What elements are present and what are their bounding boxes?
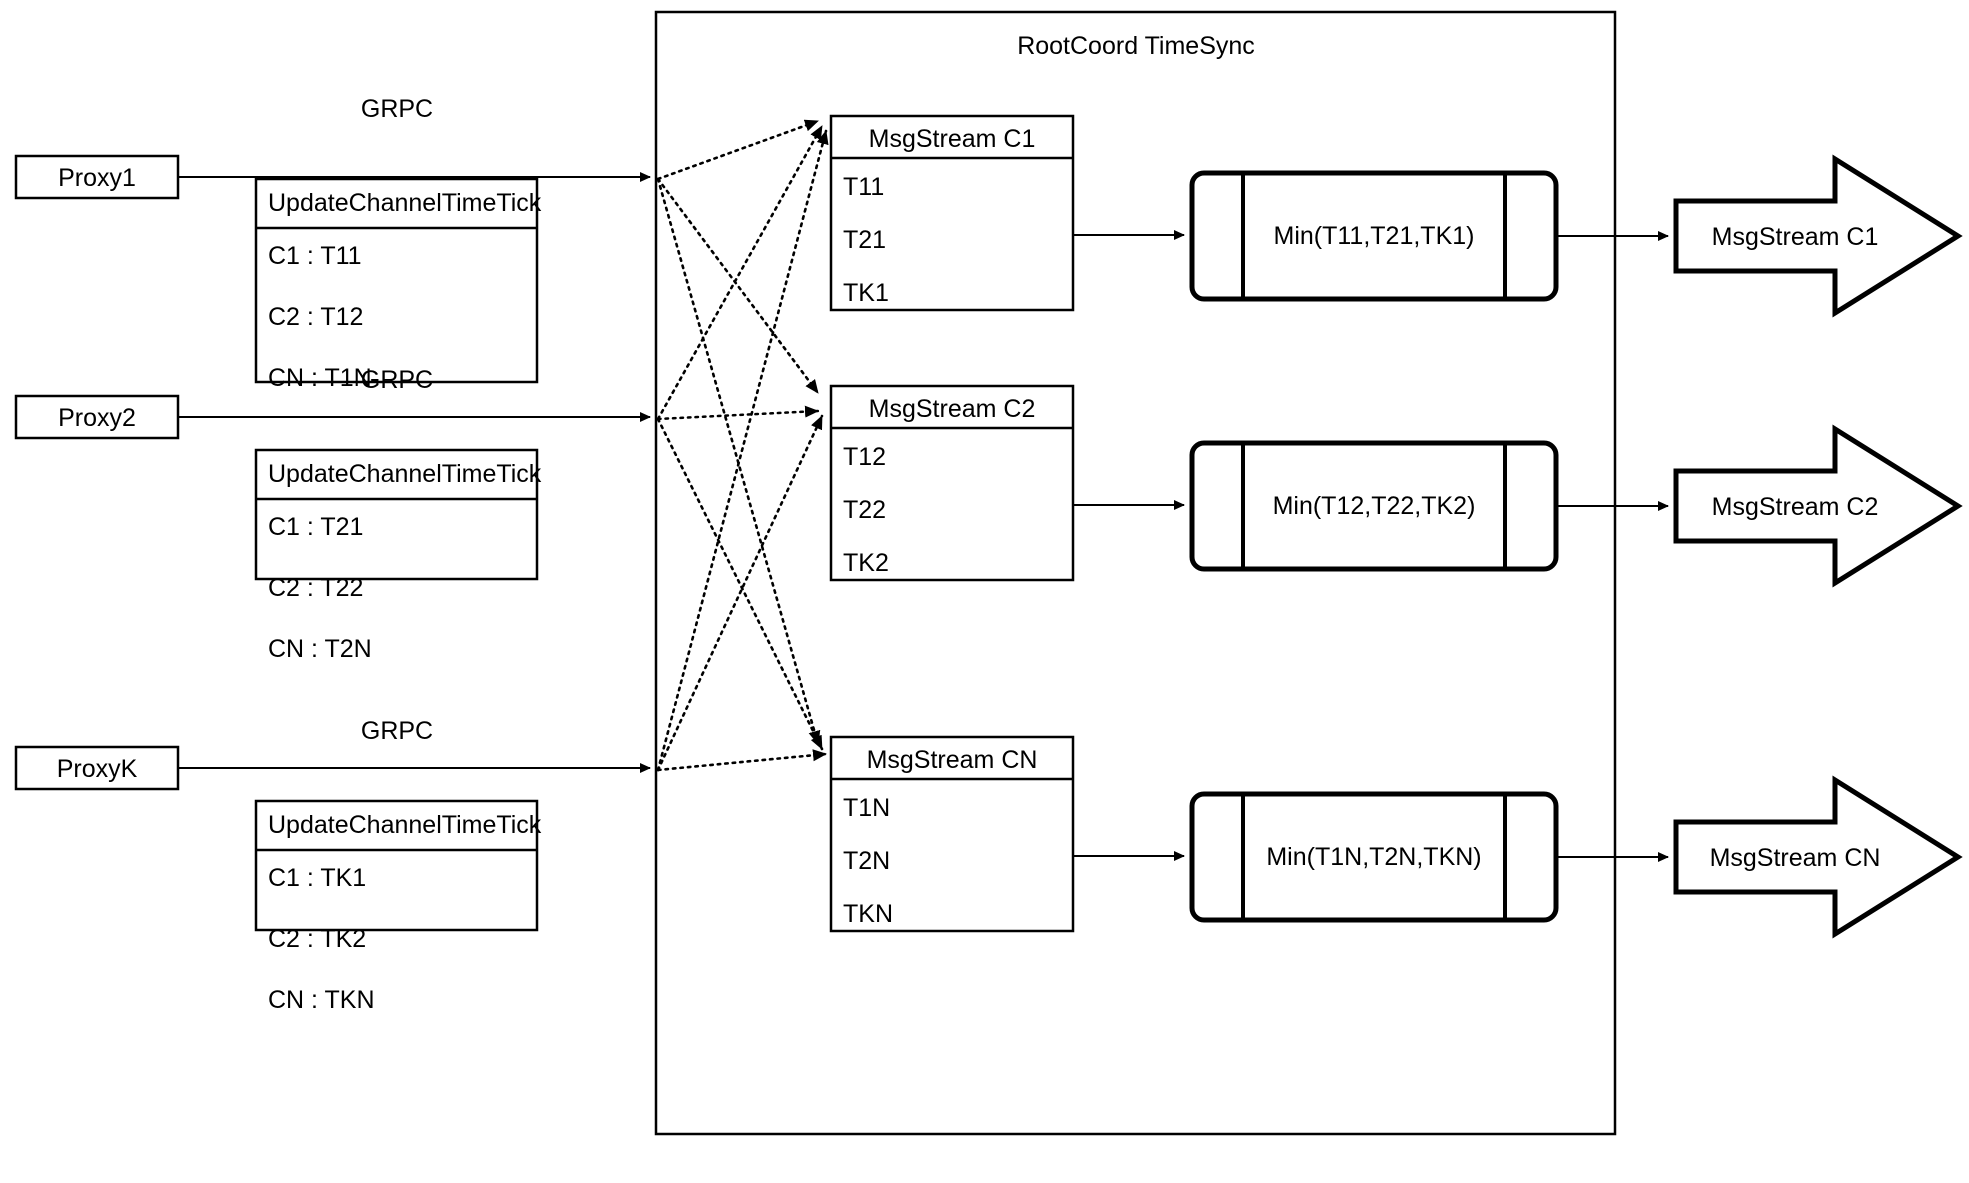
output-arrow-3 (1673, 775, 1963, 939)
min-label-3: Min(T1N,T2N,TKN) (1266, 843, 1482, 871)
output-arrow-2 (1673, 424, 1963, 588)
msgstream-box-1 (829, 114, 1075, 312)
rpc-entry-3-1: C2 : TK2 (268, 925, 367, 953)
msgstream-entry-1-0: T11 (843, 173, 885, 201)
fanout-edge-1-to-c2 (656, 177, 820, 395)
output-label-1: MsgStream C1 (1711, 223, 1879, 251)
fanout-edge-3-to-cn (656, 749, 828, 772)
msgstream-entry-2-0: T12 (843, 443, 887, 471)
rpc-header-3: UpdateChannelTimeTick (268, 811, 542, 839)
proxy-label-3: ProxyK (56, 755, 138, 783)
fanout-edge-1-to-cn (656, 177, 821, 746)
rpc-box-3 (254, 799, 539, 932)
msgstream-box-2 (829, 384, 1075, 582)
proxy-box-3[interactable] (14, 745, 180, 791)
fanout-dotted-edges (656, 119, 829, 772)
msgstream-box-3 (829, 735, 1075, 933)
msgstream-entry-2-2: TK2 (843, 549, 889, 577)
rpc-box-1 (254, 177, 539, 384)
page-title: RootCoord TimeSync (1017, 32, 1255, 60)
rpc-header-2: UpdateChannelTimeTick (268, 460, 542, 488)
msgstream-entry-3-2: TKN (843, 900, 893, 928)
min-label-2: Min(T12,T22,TK2) (1272, 492, 1476, 520)
min-label-1: Min(T11,T21,TK1) (1273, 222, 1475, 250)
rpc-header-1: UpdateChannelTimeTick (268, 189, 542, 217)
msgstream-header-3: MsgStream CN (866, 746, 1038, 774)
rpc-entry-3-0: C1 : TK1 (268, 864, 367, 892)
msgstream-header-2: MsgStream C2 (868, 395, 1036, 423)
msgstream-entry-3-0: T1N (843, 794, 891, 822)
rpc-entry-2-1: C2 : T22 (268, 574, 364, 602)
grpc-label-1: GRPC (360, 95, 434, 123)
msgstream-entry-3-1: T2N (843, 847, 891, 875)
rpc-box-2 (254, 448, 539, 581)
rpc-entry-2-2: CN : T2N (268, 635, 372, 663)
fanout-edge-3-to-c1 (656, 129, 829, 772)
rpc-entry-1-0: C1 : T11 (268, 242, 362, 270)
msgstream-entry-2-1: T22 (843, 496, 887, 524)
proxy-box-1[interactable] (14, 154, 180, 200)
rpc-entry-1-1: C2 : T12 (268, 303, 364, 331)
rpc-entry-3-2: CN : TKN (268, 986, 375, 1014)
rpc-entry-2-0: C1 : T21 (268, 513, 364, 541)
fanout-edge-2-to-cn (656, 417, 824, 751)
fanout-edge-2-to-c1 (656, 124, 824, 421)
proxy-label-2: Proxy2 (58, 404, 136, 432)
grpc-label-3: GRPC (360, 717, 434, 745)
proxy-label-1: Proxy1 (58, 164, 136, 192)
msgstream-header-1: MsgStream C1 (868, 125, 1036, 153)
grpc-label-2: GRPC (360, 366, 434, 394)
fanout-edge-1-to-c1 (656, 119, 820, 181)
output-label-2: MsgStream C2 (1711, 493, 1879, 521)
msgstream-entry-1-2: TK1 (843, 279, 889, 307)
output-arrow-1 (1673, 154, 1963, 318)
fanout-edge-3-to-c2 (656, 414, 824, 772)
rpc-entry-1-2: CN : T1N (268, 364, 372, 392)
proxy-box-2[interactable] (14, 394, 180, 440)
output-label-3: MsgStream CN (1709, 844, 1881, 872)
msgstream-entry-1-1: T21 (843, 226, 887, 254)
